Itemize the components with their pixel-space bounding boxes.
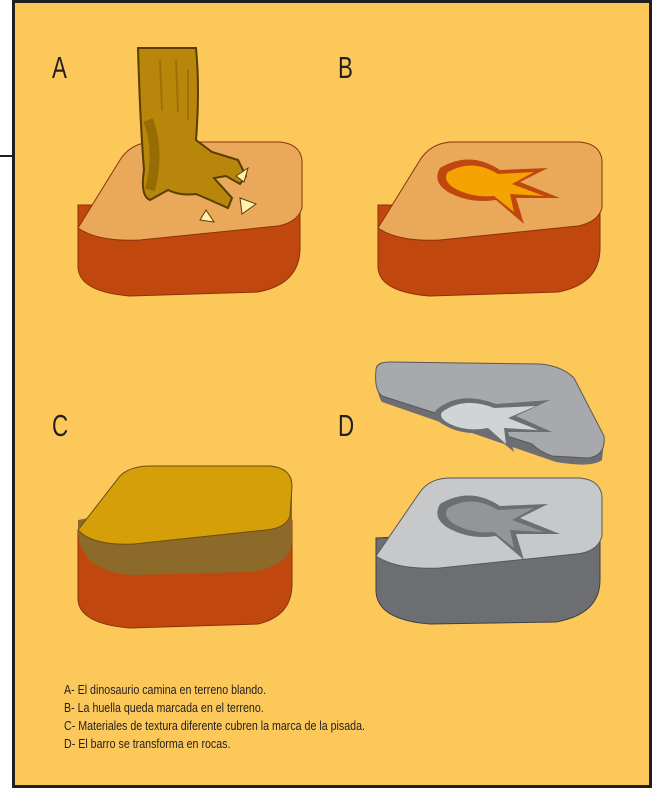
caption-b: B- La huella queda marcada en el terreno… bbox=[64, 699, 365, 717]
soil-block-b bbox=[378, 142, 602, 296]
caption-c: C- Materiales de textura diferente cubre… bbox=[64, 717, 365, 735]
panel-label-b: B bbox=[338, 50, 353, 86]
sediment-block-c bbox=[78, 466, 292, 628]
caption-list: A- El dinosaurio camina en terreno bland… bbox=[64, 681, 365, 753]
panel-label-c: C bbox=[52, 408, 68, 444]
rock-block-d bbox=[376, 478, 602, 624]
panel-label-d: D bbox=[338, 408, 354, 444]
caption-d: D- El barro se transforma en rocas. bbox=[64, 735, 365, 753]
rock-cast-d bbox=[376, 362, 605, 465]
caption-a: A- El dinosaurio camina en terreno bland… bbox=[64, 681, 365, 699]
panel-label-a: A bbox=[52, 50, 67, 86]
